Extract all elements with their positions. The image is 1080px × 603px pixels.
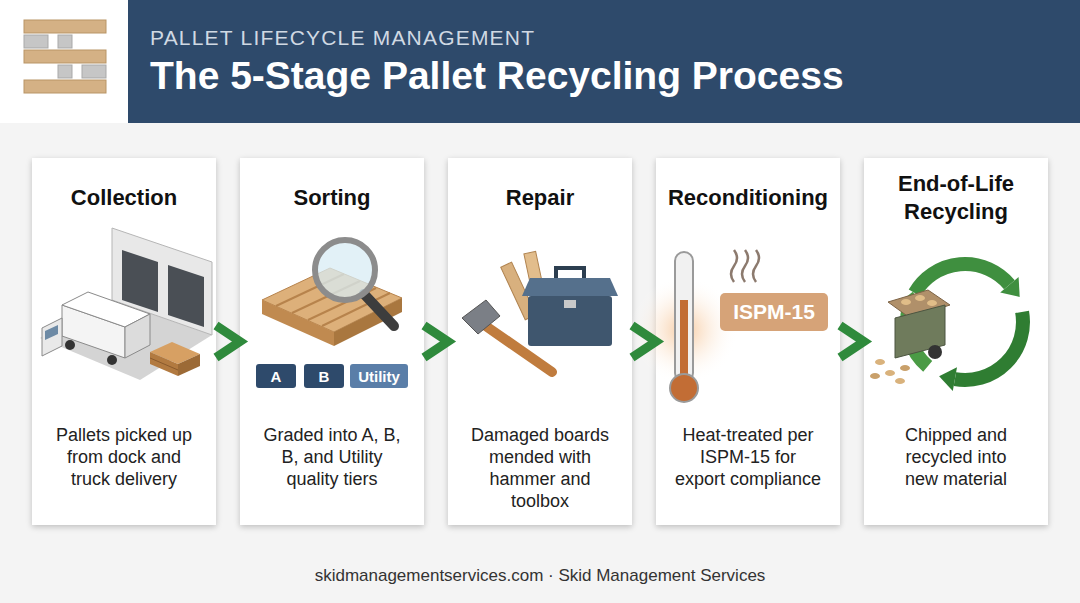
logo-slat: [24, 50, 106, 63]
stage-heading: Repair: [452, 170, 628, 226]
logo-block: [58, 35, 72, 48]
standard-badge: ISPM-15: [720, 293, 828, 331]
diagram-title: The 5-Stage Pallet Recycling Process: [150, 52, 844, 100]
logo-background: [0, 0, 128, 123]
process-card: SortingGraded into A, B, B, and Utility …: [240, 158, 424, 525]
process-card: CollectionPallets picked up from dock an…: [32, 158, 216, 525]
stage-heading: Collection: [36, 170, 212, 226]
stage-heading: Sorting: [244, 170, 420, 226]
footer-caption: skidmanagementservices.com · Skid Manage…: [0, 565, 1080, 587]
flow-chevron: [632, 326, 656, 358]
flow-chevron: [840, 326, 864, 358]
stage-description: Pallets picked up from dock and truck de…: [49, 424, 199, 490]
logo-slat: [24, 80, 106, 93]
logo-block: [24, 35, 48, 48]
grade-badge: B: [304, 364, 344, 388]
flow-chevron: [216, 326, 240, 358]
logo-icon: [24, 20, 106, 93]
process-card: End-of-Life RecyclingChipped and recycle…: [864, 158, 1048, 525]
header-band: [0, 0, 1080, 123]
stage-heading: End-of-Life Recycling: [868, 170, 1044, 226]
logo-slat: [24, 20, 106, 33]
logo-block: [82, 65, 106, 78]
grade-badge: A: [256, 364, 296, 388]
header-bar: [128, 0, 1080, 123]
grade-badge: Utility: [350, 364, 408, 388]
header-subtitle: PALLET LIFECYCLE MANAGEMENT: [150, 25, 535, 51]
stage-description: Damaged boards mended with hammer and to…: [465, 424, 615, 512]
process-card: ReconditioningHeat-treated per ISPM-15 f…: [656, 158, 840, 525]
stage-heading: Reconditioning: [660, 170, 836, 226]
logo-block: [58, 65, 72, 78]
stage-description: Graded into A, B, B, and Utility quality…: [257, 424, 407, 490]
stage-description: Heat-treated per ISPM-15 for export comp…: [674, 424, 823, 490]
process-card: RepairDamaged boards mended with hammer …: [448, 158, 632, 525]
stage-description: Chipped and recycled into new material: [891, 424, 1021, 490]
flow-chevron: [424, 326, 448, 358]
